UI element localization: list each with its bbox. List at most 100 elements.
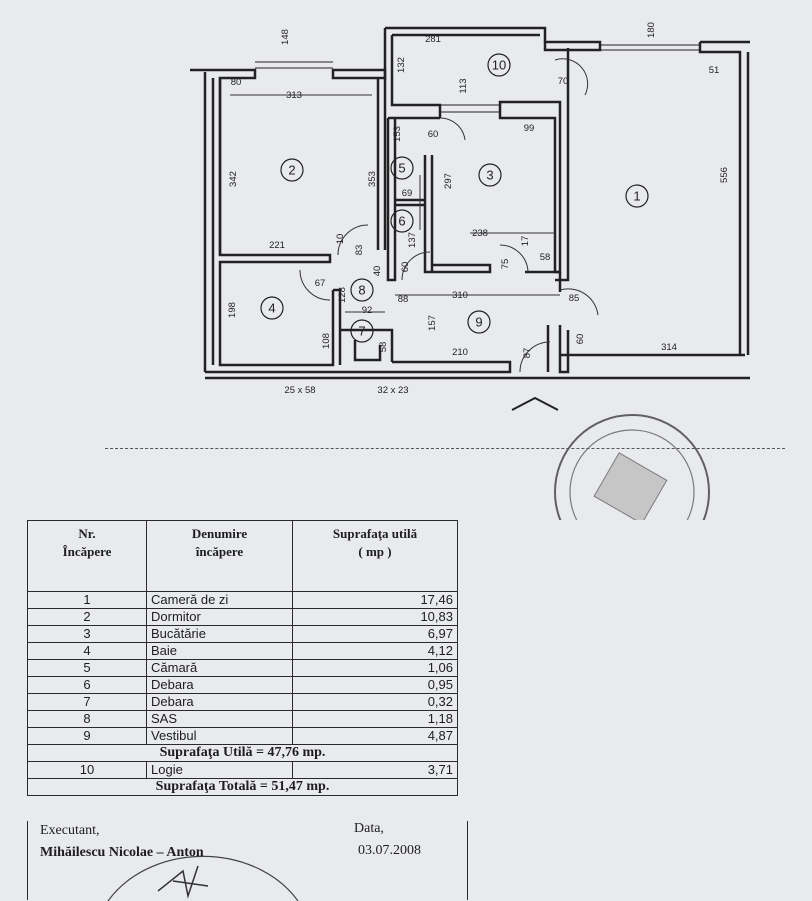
header-nr: Nr.Încăpere — [27, 520, 147, 592]
room-name: Vestibul — [146, 727, 293, 745]
room-number: 9 — [475, 315, 482, 330]
room-circle — [350, 278, 374, 302]
room-area: 17,46 — [292, 591, 458, 609]
signature-block: Executant, Mihăilescu Nicolae – Anton Da… — [27, 821, 468, 901]
room-name: Debara — [146, 693, 293, 711]
room-area: 3,71 — [292, 761, 458, 779]
dimension-label: 69 — [402, 188, 413, 199]
room-nr: 2 — [27, 608, 147, 626]
dimension-label: 32 x 23 — [377, 385, 408, 396]
room-nr: 1 — [27, 591, 147, 609]
dimension-label: 58 — [540, 252, 551, 263]
date-label: Data, — [354, 821, 384, 836]
room-nr: 6 — [27, 676, 147, 694]
dimension-label: 10 — [335, 234, 346, 245]
dimension-label: 80 — [231, 77, 242, 88]
room-nr: 7 — [27, 693, 147, 711]
room-area: 1,18 — [292, 710, 458, 728]
dimension-label: 297 — [443, 173, 454, 189]
room-number: 8 — [358, 283, 365, 298]
dimension-label: 108 — [321, 333, 332, 349]
dimension-label: 556 — [719, 167, 730, 183]
dimension-label: 70 — [558, 76, 569, 87]
dimension-label: 153 — [392, 126, 403, 142]
dimension-label: 75 — [500, 259, 511, 270]
date-value: 03.07.2008 — [358, 843, 421, 858]
dimension-label: 313 — [286, 90, 302, 101]
dimension-label: 148 — [280, 29, 291, 45]
dimension-label: 88 — [398, 294, 409, 305]
dimension-label: 281 — [425, 34, 441, 45]
room-nr: 10 — [27, 761, 147, 779]
room-area: 10,83 — [292, 608, 458, 626]
dimension-label: 157 — [427, 315, 438, 331]
dimension-label: 83 — [354, 245, 365, 256]
dimension-label: 353 — [367, 171, 378, 187]
dimension-label: 238 — [472, 228, 488, 239]
room-nr: 8 — [27, 710, 147, 728]
executant-label: Executant, — [40, 823, 100, 838]
dimension-label: 99 — [524, 123, 535, 134]
table-row: 10 Logie 3,71 — [27, 761, 458, 779]
dimension-label: 128 — [337, 287, 348, 303]
dimension-label: 198 — [227, 302, 238, 318]
room-name: Debara — [146, 676, 293, 694]
room-circle — [260, 296, 284, 320]
dimension-label: 314 — [661, 342, 677, 353]
room-circle — [487, 53, 511, 77]
dimension-label: 210 — [452, 347, 468, 358]
walls — [190, 26, 750, 380]
door-swings — [230, 58, 599, 373]
room-circle — [350, 319, 374, 343]
room-area: 0,32 — [292, 693, 458, 711]
room-number: 3 — [486, 168, 493, 183]
room-nr: 4 — [27, 642, 147, 660]
room-number: 5 — [398, 161, 405, 176]
room-area: 6,97 — [292, 625, 458, 643]
room-nr: 9 — [27, 727, 147, 745]
dimension-label: 40 — [372, 266, 383, 277]
stamp-seal — [554, 414, 710, 520]
north-arrow-icon — [511, 396, 559, 411]
room-number: 4 — [268, 301, 275, 316]
room-circle — [280, 158, 304, 182]
dimension-label: 342 — [228, 171, 239, 187]
room-name: Dormitor — [146, 608, 293, 626]
dimension-label: 180 — [646, 22, 657, 38]
room-number: 6 — [398, 214, 405, 229]
dimension-label: 87 — [522, 348, 533, 359]
signature-stamp — [107, 855, 299, 901]
dimension-label: 60 — [428, 129, 439, 140]
dimension-label: 67 — [315, 278, 326, 289]
room-area: 4,87 — [292, 727, 458, 745]
dimension-label: 25 x 58 — [284, 385, 315, 396]
room-number: 10 — [492, 58, 506, 73]
room-name: Bucătărie — [146, 625, 293, 643]
room-circle — [625, 184, 649, 208]
dimension-label: 113 — [458, 78, 469, 93]
header-area: Suprafaţa utilă( mp ) — [292, 520, 458, 592]
dimension-label: 51 — [709, 65, 720, 76]
dimension-label: 310 — [452, 290, 468, 301]
room-nr: 3 — [27, 625, 147, 643]
grand-total: Suprafaţa Totală = 51,47 mp. — [27, 778, 458, 796]
room-circle — [390, 156, 414, 180]
room-area: 1,06 — [292, 659, 458, 677]
room-name: Baie — [146, 642, 293, 660]
room-number: 7 — [358, 324, 365, 339]
dimension-label: 132 — [396, 57, 407, 73]
dimension-label: 92 — [362, 305, 373, 316]
room-name: Cameră de zi — [146, 591, 293, 609]
room-area: 0,95 — [292, 676, 458, 694]
room-name: SAS — [146, 710, 293, 728]
